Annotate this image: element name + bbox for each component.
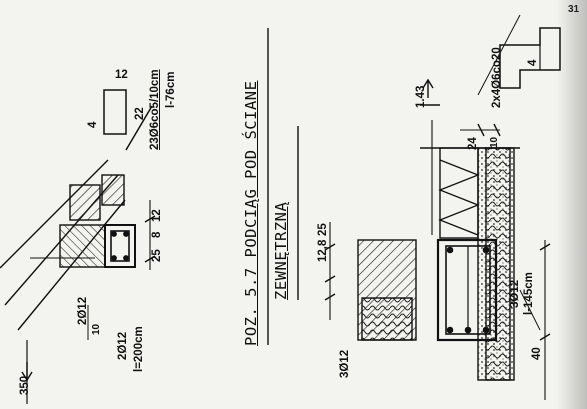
right-elevation: 1.43	[415, 85, 427, 108]
beam-section	[104, 224, 136, 268]
stirrup-dim-22: 22	[134, 107, 146, 120]
stirrup-leader	[477, 14, 521, 96]
top-block	[101, 174, 125, 206]
right-rebar-3fi12-right: 3Ø12	[509, 279, 521, 308]
left-dim-12: 12	[151, 209, 163, 222]
rebar-dot	[446, 246, 454, 254]
left-rebar-2fi12b: 2Ø12	[117, 331, 129, 360]
title-underlines	[267, 28, 299, 345]
stirrup-spec: 23Ø6co5/10cm	[149, 69, 161, 150]
rebar-dot	[111, 255, 117, 261]
left-section-detail	[0, 159, 156, 404]
left-dim-25: 25	[151, 249, 163, 262]
top-right-dim-4: 4	[527, 59, 539, 66]
left-rebar-length: l=200cm	[133, 326, 145, 372]
dimension-tick	[324, 293, 336, 301]
right-dim-10: 10	[489, 136, 500, 148]
stirrup-dim-4: 4	[87, 121, 99, 128]
dimension-tick	[144, 255, 156, 263]
title-line-2: ZEWNĘTRZNĄ	[272, 201, 290, 300]
left-elevation: 350	[19, 375, 31, 395]
stirrup-shape	[103, 89, 153, 151]
wavy-fill	[361, 297, 413, 341]
right-rebar-3fi12-left: 3Ø12	[339, 349, 351, 378]
rebar-dot	[123, 255, 129, 261]
left-dim-10: 10	[91, 323, 102, 335]
rebar-dot	[123, 231, 129, 237]
title-line-1: POZ. 5.7 PODCIĄG POD ŚCIANE	[242, 80, 260, 346]
elevation-arrow-right	[422, 78, 434, 98]
diagonal-line-c	[0, 159, 109, 269]
top-right-dim-31: 31	[568, 5, 579, 15]
rebar-dot	[464, 326, 472, 334]
rebar-dot	[482, 246, 490, 254]
dimension-tick	[324, 243, 336, 251]
hatched-wall-block	[69, 184, 101, 221]
insulation-frame	[439, 147, 479, 239]
right-dim-40: 40	[531, 347, 543, 360]
dimension-tick	[144, 215, 156, 223]
dimension-tick	[324, 275, 336, 283]
beam-section-right	[436, 238, 498, 342]
zigzag-insulation	[438, 159, 480, 236]
top-right-spec: 2x4Ø6co20	[491, 47, 503, 108]
left-rebar-2fi12: 2Ø12	[77, 296, 89, 325]
rebar-dot	[111, 231, 117, 237]
dimension-tick	[477, 123, 485, 137]
right-dim-12-8: 12,8	[317, 239, 329, 262]
dimension-tick	[539, 333, 551, 341]
rebar-dot	[482, 326, 490, 334]
rebar-dot	[446, 326, 454, 334]
stirrup-leader	[125, 105, 153, 151]
scan-shadow-edge	[557, 0, 587, 409]
stirrup-outline	[103, 89, 127, 135]
top-right-stirrup	[477, 14, 561, 96]
dimension-tick	[539, 243, 551, 251]
right-dim-25: 25	[317, 223, 329, 236]
stirrup-length: l-76cm	[165, 71, 177, 108]
hatched-beam-block	[59, 224, 106, 268]
right-rebar-length: l-145cm	[523, 272, 535, 315]
stepped-stirrup	[499, 27, 561, 89]
stirrup	[110, 230, 130, 262]
stirrup-dim-12: 12	[115, 69, 128, 81]
right-dim-24: 24	[467, 137, 479, 150]
right-section-detail	[324, 78, 551, 400]
dimension-tick	[493, 123, 501, 137]
left-dim-8: 8	[151, 231, 163, 238]
leader-line	[519, 289, 541, 331]
